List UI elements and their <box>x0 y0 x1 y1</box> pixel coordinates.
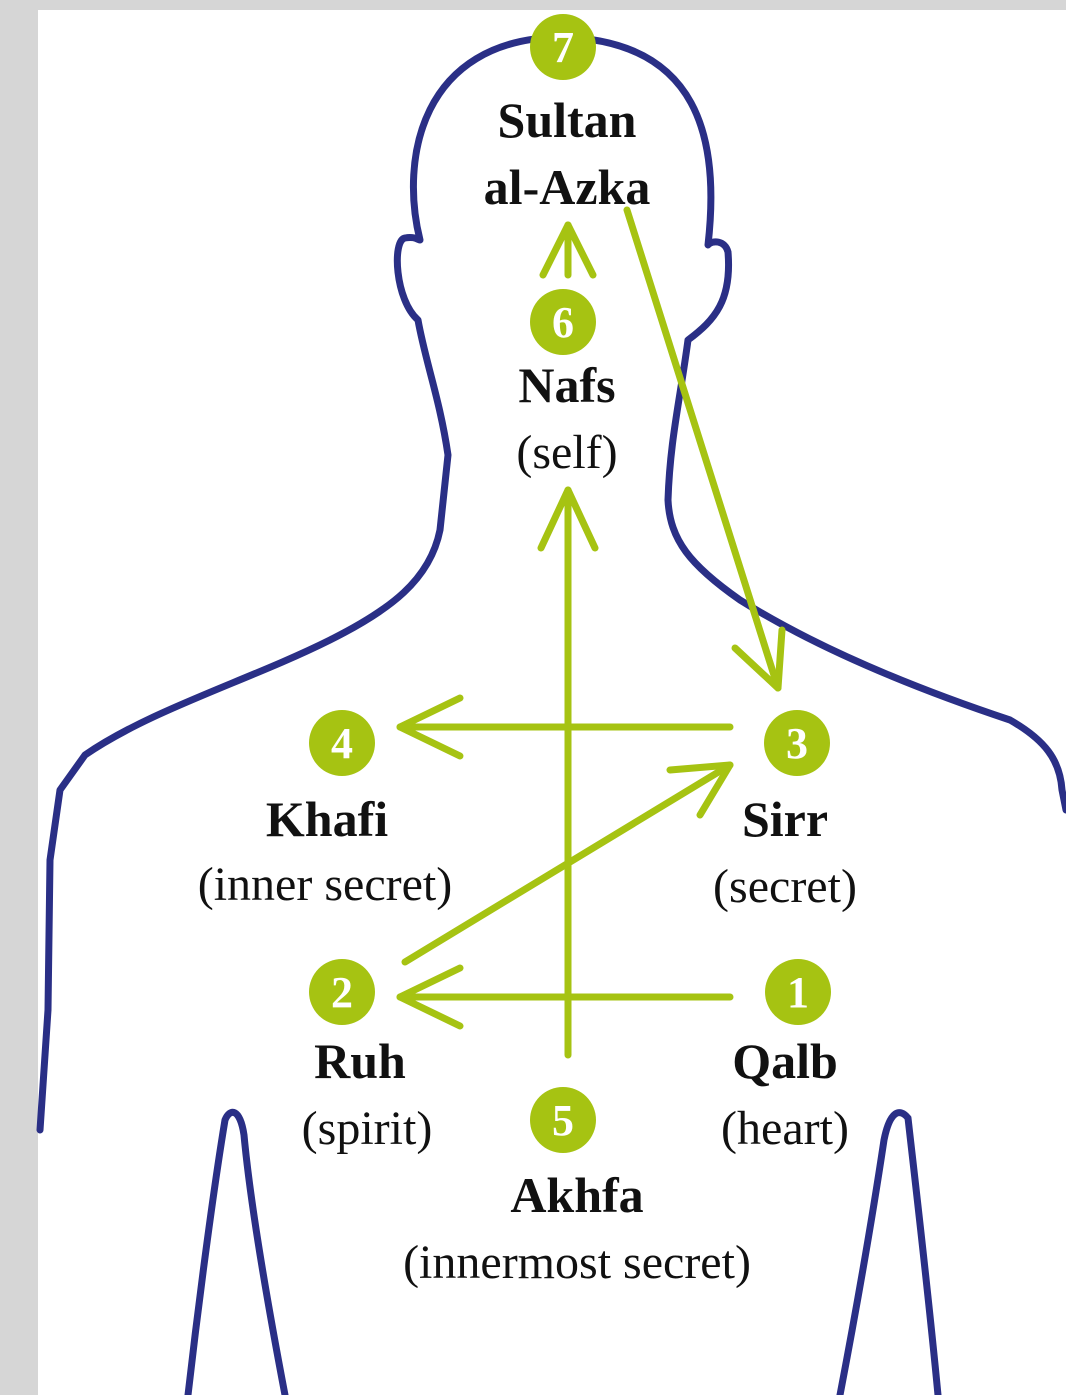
arrow-7-to-3 <box>627 210 778 688</box>
marker-7: 7 <box>530 14 596 80</box>
label-ruh: Ruh <box>314 1033 406 1089</box>
marker-5: 5 <box>530 1087 596 1153</box>
marker-7-number: 7 <box>552 23 574 72</box>
marker-2: 2 <box>309 959 375 1025</box>
marker-1-number: 1 <box>787 968 809 1017</box>
label-sirr-meaning: (secret) <box>713 860 857 913</box>
label-akhfa-meaning: (innermost secret) <box>403 1236 751 1289</box>
marker-3-number: 3 <box>786 719 808 768</box>
marker-4: 4 <box>309 710 375 776</box>
marker-6-number: 6 <box>552 298 574 347</box>
label-sirr: Sirr <box>742 791 828 847</box>
right-arm-outline <box>840 1113 938 1395</box>
label-khafi: Khafi <box>266 791 388 847</box>
label-ruh-meaning: (spirit) <box>302 1102 433 1155</box>
marker-2-number: 2 <box>331 968 353 1017</box>
marker-6: 6 <box>530 289 596 355</box>
marker-3: 3 <box>764 710 830 776</box>
label-al-azka: al-Azka <box>484 159 651 215</box>
marker-5-number: 5 <box>552 1096 574 1145</box>
marker-4-number: 4 <box>331 719 353 768</box>
label-sultan: Sultan <box>498 92 637 148</box>
label-akhfa: Akhfa <box>510 1167 643 1223</box>
label-nafs-meaning: (self) <box>516 426 617 479</box>
label-qalb: Qalb <box>732 1033 838 1089</box>
label-nafs: Nafs <box>518 357 615 413</box>
point-labels: Qalb (heart) Ruh (spirit) Sirr (secret) … <box>198 92 857 1289</box>
label-qalb-meaning: (heart) <box>721 1102 849 1155</box>
label-khafi-meaning: (inner secret) <box>198 858 453 911</box>
marker-1: 1 <box>765 959 831 1025</box>
left-arm-outline <box>188 1112 285 1395</box>
